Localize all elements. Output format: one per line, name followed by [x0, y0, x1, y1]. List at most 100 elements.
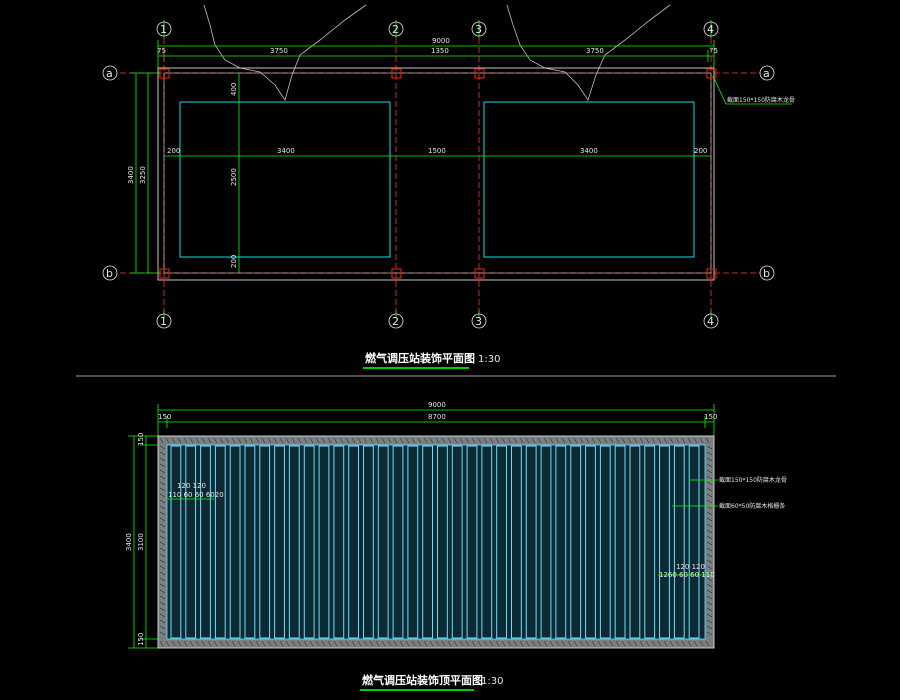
- plan-left-dim-1: 3250: [139, 166, 147, 184]
- roof-slat: [673, 445, 685, 639]
- axis-label-3-top: 3: [475, 23, 482, 36]
- hatch-stroke: [706, 595, 713, 600]
- plan-inner-dim-2: 1500: [428, 147, 446, 155]
- hatch-stroke: [159, 463, 166, 468]
- hatch-stroke: [159, 583, 166, 588]
- roof-spacing-right: 120 120: [676, 563, 705, 571]
- roof-slat: [170, 445, 182, 639]
- roof-slat: [451, 445, 463, 639]
- hatch-stroke: [159, 559, 166, 564]
- axis-label-1-top: 1: [160, 23, 167, 36]
- hatch-stroke: [459, 437, 464, 444]
- hatch-stroke: [675, 437, 680, 444]
- hatch-stroke: [645, 437, 650, 444]
- hatch-stroke: [159, 487, 166, 492]
- hatch-stroke: [231, 640, 236, 647]
- hatch-stroke: [285, 640, 290, 647]
- hatch-stroke: [706, 445, 713, 450]
- roof-slats: [170, 445, 700, 639]
- hatch-stroke: [309, 437, 314, 444]
- axis-label-3-bottom: 3: [475, 315, 482, 328]
- hatch-stroke: [411, 640, 416, 647]
- hatch-stroke: [543, 640, 548, 647]
- hatch-stroke: [159, 607, 166, 612]
- hatch-stroke: [597, 437, 602, 444]
- hatch-stroke: [183, 640, 188, 647]
- hatch-stroke: [405, 640, 410, 647]
- hatch-stroke: [219, 437, 224, 444]
- roof-slat: [377, 445, 389, 639]
- hatch-stroke: [459, 640, 464, 647]
- hatch-stroke: [207, 640, 212, 647]
- hatch-stroke: [159, 595, 166, 600]
- hatch-stroke: [706, 631, 713, 636]
- hatch-stroke: [615, 640, 620, 647]
- roof-spacing-top-row: 110 60 60 6020: [168, 491, 224, 499]
- roof-title: 燃气调压站装饰顶平面图: [361, 673, 483, 687]
- hatch-stroke: [387, 640, 392, 647]
- roof-note-1: 截面150*150防腐木龙骨: [719, 476, 787, 484]
- hatch-stroke: [159, 613, 166, 618]
- hatch-stroke: [477, 437, 482, 444]
- roof-slat: [200, 445, 211, 639]
- roof-slat: [540, 445, 552, 639]
- roof-left-dim-1: 3100: [137, 533, 145, 551]
- hatch-stroke: [706, 517, 713, 522]
- axis-label-4-bottom: 4: [707, 315, 714, 328]
- hatch-stroke: [687, 640, 692, 647]
- hatch-stroke: [585, 437, 590, 444]
- hatch-stroke: [706, 469, 713, 474]
- hatch-stroke: [651, 640, 656, 647]
- hatch-stroke: [315, 640, 320, 647]
- hatch-stroke: [399, 640, 404, 647]
- plan-inner-vdim-0: 400: [230, 83, 238, 96]
- hatch-stroke: [159, 601, 166, 606]
- hatch-stroke: [706, 523, 713, 528]
- hatch-stroke: [159, 475, 166, 480]
- roof-dim-left: 150: [158, 413, 171, 421]
- hatch-stroke: [525, 437, 530, 444]
- hatch-stroke: [327, 640, 332, 647]
- plan-dim-4: 75: [709, 47, 718, 55]
- roof-scale: 1:30: [481, 676, 503, 687]
- hatch-stroke: [369, 640, 374, 647]
- hatch-stroke: [579, 640, 584, 647]
- hatch-stroke: [561, 437, 566, 444]
- hatch-stroke: [159, 565, 166, 570]
- hatch-stroke: [633, 640, 638, 647]
- hatch-stroke: [495, 437, 500, 444]
- axis-label-2-bottom: 2: [392, 315, 399, 328]
- hatch-stroke: [693, 437, 698, 444]
- hatch-stroke: [706, 553, 713, 558]
- roof-dim-total: 9000: [428, 401, 446, 409]
- roof-left-dim-0: 3400: [125, 533, 133, 551]
- roof-slat: [333, 445, 345, 639]
- roof-slat: [303, 445, 315, 639]
- hatch-stroke: [159, 577, 166, 582]
- hatch-stroke: [225, 640, 230, 647]
- hatch-stroke: [441, 437, 446, 444]
- hatch-stroke: [706, 613, 713, 618]
- hatch-stroke: [471, 437, 476, 444]
- roof-slat: [496, 445, 508, 639]
- hatch-stroke: [657, 437, 662, 444]
- hatch-stroke: [159, 553, 166, 558]
- hatch-stroke: [706, 601, 713, 606]
- roof-slat: [185, 445, 197, 639]
- roof-slat: [392, 445, 404, 639]
- hatch-stroke: [357, 640, 362, 647]
- hatch-stroke: [159, 451, 166, 456]
- hatch-stroke: [315, 437, 320, 444]
- hatch-stroke: [213, 640, 218, 647]
- hatch-stroke: [489, 640, 494, 647]
- hatch-stroke: [555, 640, 560, 647]
- hatch-stroke: [255, 640, 260, 647]
- roof-slat: [570, 445, 582, 639]
- hatch-stroke: [291, 640, 296, 647]
- hatch-stroke: [381, 640, 386, 647]
- hatch-stroke: [351, 640, 356, 647]
- axis-label-a-left: a: [106, 67, 113, 80]
- hatch-stroke: [375, 437, 380, 444]
- plan-dim-0: 75: [157, 47, 166, 55]
- hatch-stroke: [165, 437, 170, 444]
